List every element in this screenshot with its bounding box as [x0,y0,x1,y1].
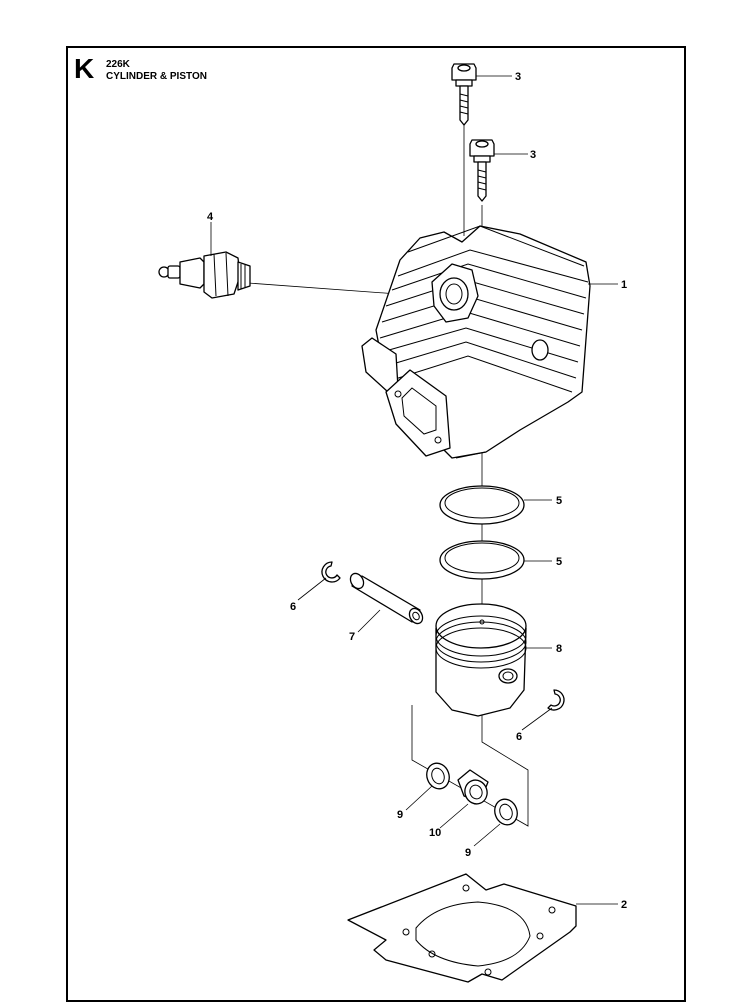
callout-6-left: 6 [290,601,296,613]
callout-3-upper: 3 [515,71,521,83]
piston [435,603,527,717]
washer-right [494,798,518,826]
callout-2: 2 [621,899,627,911]
section-title: CYLINDER & PISTON [106,71,207,82]
washer-left [426,762,450,790]
needle-bearing [457,769,489,805]
circlip-right [547,689,565,711]
cylinder [361,225,591,459]
callout-5-upper: 5 [556,495,562,507]
callout-1: 1 [621,279,627,291]
cylinder-screw-lower [469,139,495,202]
section-letter: K [74,53,95,84]
callout-labels: 3 3 4 1 5 5 6 7 8 6 9 10 9 2 [207,71,627,911]
callout-leaders [210,75,618,905]
piston-ring-upper [439,485,525,525]
circlip-left [321,561,341,583]
piston-pin [349,572,424,625]
callout-6-right: 6 [516,731,522,743]
diagram-frame [66,46,686,1002]
callout-9-left: 9 [397,809,403,821]
callout-4: 4 [207,211,214,223]
callout-9-right: 9 [465,847,471,859]
callout-8: 8 [556,643,562,655]
piston-ring-lower [439,540,525,580]
callout-7: 7 [349,631,355,643]
callout-5-lower: 5 [556,556,562,568]
cylinder-gasket [347,873,577,983]
cylinder-screw-upper [451,63,477,126]
callout-10: 10 [429,827,441,839]
spark-plug [158,251,251,299]
model-label: 226K [106,59,130,70]
callout-3-lower: 3 [530,149,536,161]
